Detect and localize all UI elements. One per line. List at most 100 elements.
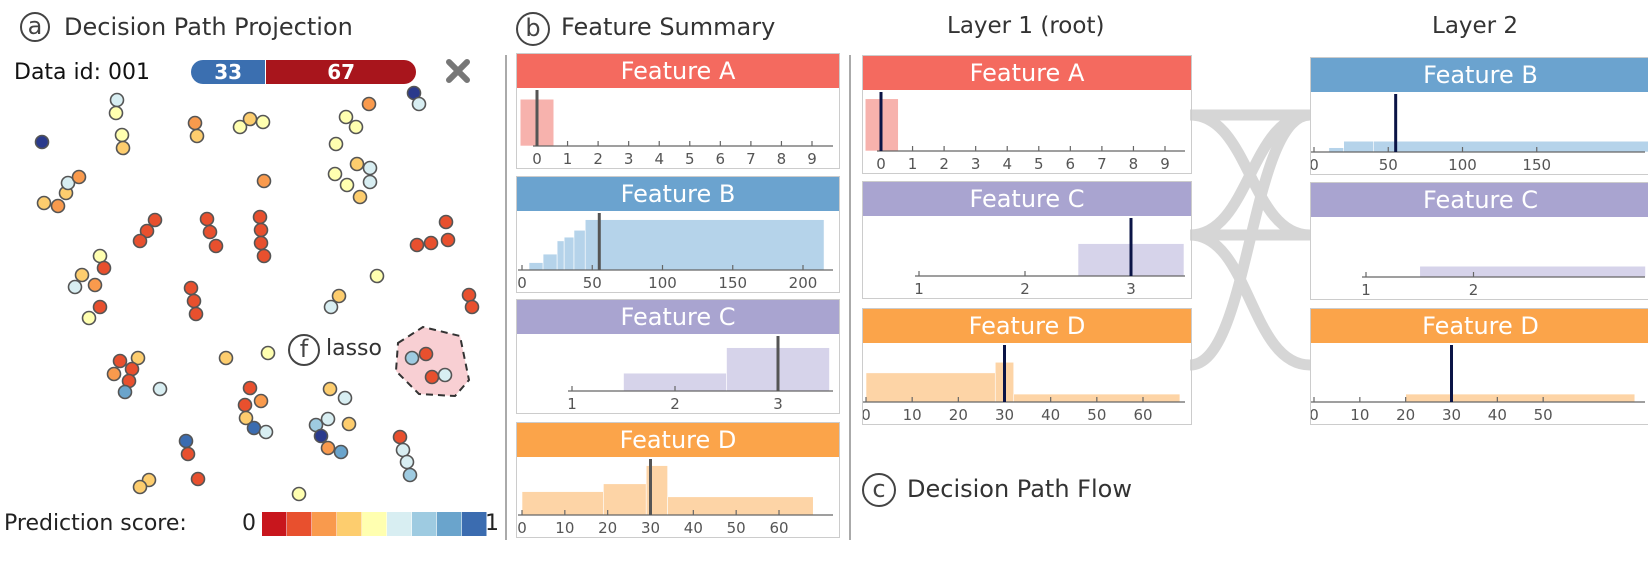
projection-point[interactable] (349, 156, 365, 172)
projection-point[interactable] (238, 410, 254, 426)
projection-point[interactable] (423, 235, 439, 251)
projection-point[interactable] (115, 140, 131, 156)
projection-point[interactable] (327, 166, 343, 182)
projection-point[interactable] (114, 127, 130, 143)
projection-point[interactable] (461, 287, 477, 303)
projection-point[interactable] (362, 160, 378, 176)
projection-point[interactable] (437, 367, 453, 383)
close-icon[interactable] (443, 56, 473, 86)
projection-point[interactable] (188, 306, 204, 322)
projection-point[interactable] (339, 177, 355, 193)
projection-point[interactable] (331, 288, 347, 304)
projection-point[interactable] (202, 224, 218, 240)
projection-point[interactable] (322, 381, 338, 397)
projection-point[interactable] (130, 350, 146, 366)
projection-point[interactable] (352, 189, 368, 205)
projection-point[interactable] (152, 381, 168, 397)
projection-point[interactable] (291, 486, 307, 502)
projection-point[interactable] (362, 174, 378, 190)
projection-point[interactable] (96, 260, 112, 276)
projection-point[interactable] (341, 416, 357, 432)
projection-point[interactable] (132, 233, 148, 249)
projection-point[interactable] (50, 198, 66, 214)
projection-point[interactable] (369, 268, 385, 284)
projection-point[interactable] (106, 366, 122, 382)
projection-point[interactable] (71, 169, 87, 185)
projection-point[interactable] (411, 96, 427, 112)
projection-point[interactable] (464, 299, 480, 315)
projection-point[interactable] (92, 299, 108, 315)
projection-point[interactable] (124, 361, 140, 377)
projection-point[interactable] (256, 248, 272, 264)
projection-point[interactable] (348, 119, 364, 135)
projection-point[interactable] (424, 369, 440, 385)
projection-point[interactable] (313, 428, 329, 444)
projection-point[interactable] (418, 346, 434, 362)
projection-point[interactable] (208, 238, 224, 254)
projection-point[interactable] (232, 119, 248, 135)
projection-point[interactable] (361, 96, 377, 112)
projection-point[interactable] (252, 209, 268, 225)
projection-point[interactable] (246, 420, 262, 436)
projection-point[interactable] (338, 109, 354, 125)
projection-point[interactable] (392, 429, 408, 445)
projection-point[interactable] (67, 279, 83, 295)
projection-point[interactable] (258, 424, 274, 440)
projection-point[interactable] (187, 115, 203, 131)
projection-point[interactable] (218, 350, 234, 366)
projection-point[interactable] (112, 353, 128, 369)
projection-point[interactable] (190, 471, 206, 487)
projection-point[interactable] (256, 173, 272, 189)
projection-point[interactable] (60, 175, 76, 191)
projection-point[interactable] (34, 134, 50, 150)
projection-point[interactable] (87, 277, 103, 293)
projection-scatter[interactable] (0, 80, 500, 520)
projection-point[interactable] (323, 299, 339, 315)
projection-point[interactable] (440, 232, 456, 248)
projection-point[interactable] (74, 267, 90, 283)
projection-point[interactable] (438, 214, 454, 230)
projection-point[interactable] (253, 393, 269, 409)
projection-point[interactable] (186, 293, 202, 309)
projection-point[interactable] (180, 446, 196, 462)
projection-point[interactable] (337, 390, 353, 406)
projection-point[interactable] (109, 92, 125, 108)
projection-point[interactable] (81, 310, 97, 326)
projection-point[interactable] (242, 380, 258, 396)
projection-point[interactable] (260, 345, 276, 361)
projection-point[interactable] (402, 467, 418, 483)
projection-point[interactable] (255, 114, 271, 130)
projection-point[interactable] (199, 211, 215, 227)
projection-point[interactable] (395, 442, 411, 458)
projection-point[interactable] (108, 105, 124, 121)
projection-point[interactable] (399, 454, 415, 470)
projection-point[interactable] (320, 440, 336, 456)
lasso-label[interactable]: lasso (326, 336, 382, 361)
projection-point[interactable] (132, 479, 148, 495)
projection-point[interactable] (178, 433, 194, 449)
projection-point[interactable] (189, 128, 205, 144)
projection-point[interactable] (404, 350, 420, 366)
projection-point[interactable] (147, 212, 163, 228)
projection-point[interactable] (92, 248, 108, 264)
projection-point[interactable] (237, 397, 253, 413)
projection-point[interactable] (253, 235, 269, 251)
projection-point[interactable] (320, 411, 336, 427)
projection-point[interactable] (242, 111, 258, 127)
projection-point[interactable] (183, 280, 199, 296)
projection-point[interactable] (36, 195, 52, 211)
projection-point[interactable] (253, 222, 269, 238)
projection-point[interactable] (117, 384, 133, 400)
projection-point[interactable] (409, 237, 425, 253)
projection-point[interactable] (328, 136, 344, 152)
